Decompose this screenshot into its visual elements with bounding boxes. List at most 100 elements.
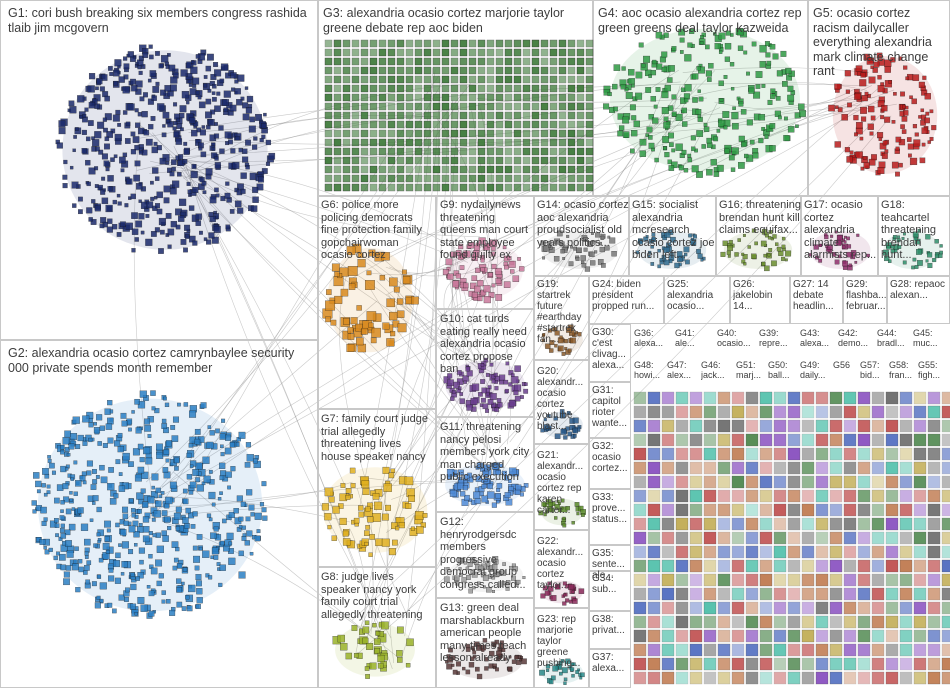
- node: [432, 39, 441, 48]
- node: [478, 486, 485, 492]
- node: [450, 251, 456, 257]
- node: [169, 481, 177, 489]
- node: [941, 405, 950, 419]
- node: [432, 111, 441, 120]
- node: [366, 642, 374, 650]
- node: [685, 259, 690, 265]
- node: [360, 66, 369, 75]
- node: [633, 405, 647, 419]
- node: [631, 130, 638, 137]
- node: [205, 65, 212, 72]
- node: [829, 405, 843, 419]
- node: [831, 252, 837, 257]
- node: [843, 601, 857, 615]
- node: [470, 646, 475, 650]
- node: [223, 107, 228, 113]
- node: [801, 419, 815, 433]
- node: [369, 129, 378, 138]
- node: [441, 111, 450, 120]
- node: [513, 111, 522, 120]
- node: [145, 214, 150, 218]
- node: [252, 196, 259, 203]
- node: [703, 587, 717, 601]
- node: [495, 129, 504, 138]
- node: [86, 181, 91, 187]
- node: [491, 463, 499, 470]
- node: [211, 502, 216, 507]
- node: [99, 223, 105, 229]
- node: [131, 248, 136, 253]
- node: [441, 156, 450, 165]
- node: [472, 250, 480, 257]
- node: [356, 305, 362, 311]
- node: [188, 490, 194, 495]
- node: [148, 124, 154, 130]
- node: [180, 69, 188, 77]
- node: [890, 57, 896, 63]
- node: [365, 506, 371, 512]
- node: [137, 65, 142, 70]
- node: [514, 395, 521, 402]
- node: [167, 121, 174, 128]
- node: [324, 138, 333, 147]
- node: [888, 80, 892, 84]
- node: [898, 162, 903, 168]
- node: [500, 570, 506, 576]
- node: [333, 75, 342, 84]
- node: [144, 418, 151, 425]
- node: [58, 553, 66, 561]
- node: [210, 532, 217, 539]
- node: [731, 657, 745, 671]
- node: [484, 246, 489, 251]
- node: [378, 75, 387, 84]
- node: [576, 174, 585, 183]
- edge: [436, 117, 495, 350]
- node: [570, 662, 575, 666]
- node: [777, 115, 782, 120]
- node: [423, 174, 432, 183]
- node: [861, 95, 868, 102]
- node: [448, 647, 453, 653]
- node: [829, 461, 843, 475]
- node: [871, 629, 885, 643]
- node: [562, 516, 566, 521]
- node: [857, 419, 871, 433]
- group-frame: [534, 444, 589, 530]
- node: [69, 165, 74, 170]
- node: [495, 470, 501, 476]
- node: [567, 75, 576, 84]
- node: [554, 503, 560, 510]
- node: [567, 84, 576, 93]
- node: [333, 39, 342, 48]
- node: [745, 489, 759, 503]
- node: [475, 475, 482, 482]
- node: [91, 581, 97, 587]
- node: [167, 525, 172, 531]
- node: [351, 84, 360, 93]
- node: [941, 489, 950, 503]
- node: [468, 147, 477, 156]
- node: [70, 477, 74, 481]
- node: [558, 93, 567, 102]
- node: [104, 95, 110, 102]
- node: [113, 80, 119, 86]
- node: [801, 391, 815, 405]
- node: [884, 116, 891, 123]
- node: [569, 425, 575, 431]
- node: [495, 294, 503, 301]
- node: [242, 156, 249, 163]
- node: [564, 347, 568, 351]
- node: [245, 516, 251, 522]
- node: [689, 461, 703, 475]
- node: [185, 595, 190, 600]
- node: [369, 39, 378, 48]
- node: [459, 66, 468, 75]
- node: [118, 472, 123, 476]
- node: [787, 587, 801, 601]
- node: [486, 111, 495, 120]
- node: [495, 48, 504, 57]
- node: [497, 581, 504, 587]
- node: [515, 584, 519, 587]
- node: [391, 522, 398, 530]
- node: [351, 165, 360, 174]
